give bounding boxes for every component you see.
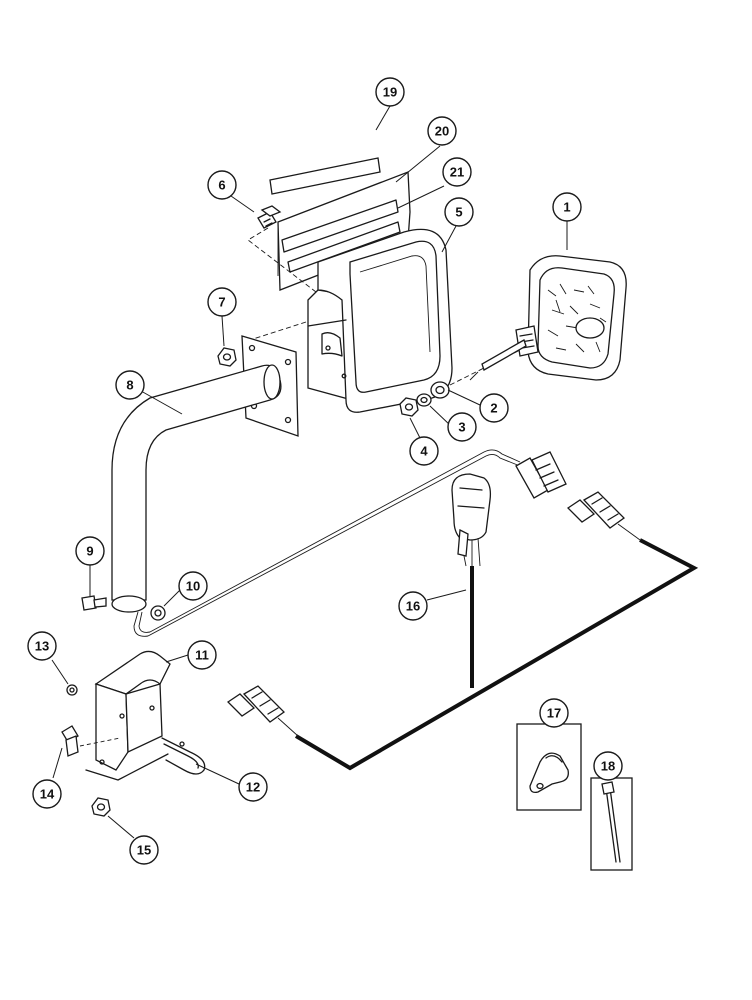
- svg-text:19: 19: [383, 85, 397, 100]
- mounting-arm-8: [111, 335, 299, 613]
- decal-strip-19: [269, 157, 381, 195]
- bolt-6: [257, 205, 282, 229]
- bolt-14: [61, 725, 121, 757]
- connector-lamp: [515, 451, 567, 499]
- callout-9: 9: [75, 536, 105, 566]
- svg-text:1: 1: [563, 200, 570, 215]
- nut-10: [150, 605, 166, 621]
- connector-harness-left: [226, 685, 299, 737]
- connector-harness-right: [566, 491, 641, 541]
- svg-text:2: 2: [490, 401, 497, 416]
- callout-16: 16: [398, 591, 428, 621]
- nut-15: [91, 797, 111, 817]
- callout-17: 17: [539, 698, 569, 728]
- svg-text:11: 11: [195, 648, 209, 663]
- svg-text:14: 14: [40, 787, 55, 802]
- callout-8: 8: [115, 370, 145, 400]
- work-lamp-1: [469, 255, 627, 381]
- callout-6: 6: [207, 170, 237, 200]
- svg-text:8: 8: [126, 378, 133, 393]
- harness-connector-16: [451, 473, 492, 567]
- callout-7: 7: [207, 287, 237, 317]
- u-bolt-12: [161, 737, 206, 775]
- main-harness: [294, 538, 699, 771]
- callout-5: 5: [444, 197, 474, 227]
- svg-text:15: 15: [137, 843, 151, 858]
- callout-13: 13: [27, 631, 57, 661]
- washer-2: [430, 381, 450, 399]
- svg-text:10: 10: [186, 579, 200, 594]
- nut-7: [217, 347, 237, 367]
- clamp-box-17: [516, 723, 582, 811]
- svg-text:7: 7: [218, 295, 225, 310]
- callout-19: 19: [375, 77, 405, 107]
- lamp-wire: [133, 449, 521, 637]
- light-housing-5: [307, 228, 453, 413]
- svg-text:5: 5: [455, 205, 462, 220]
- svg-text:4: 4: [420, 444, 428, 459]
- callout-12: 12: [238, 772, 268, 802]
- svg-text:3: 3: [458, 420, 465, 435]
- nut-4: [399, 397, 419, 417]
- svg-text:21: 21: [450, 165, 464, 180]
- svg-text:6: 6: [218, 178, 225, 193]
- callout-10: 10: [178, 571, 208, 601]
- svg-text:20: 20: [435, 124, 449, 139]
- callout-21: 21: [442, 157, 472, 187]
- svg-text:18: 18: [601, 759, 615, 774]
- callout-1: 1: [552, 192, 582, 222]
- leader-lines: [51, 105, 568, 839]
- svg-text:13: 13: [35, 639, 49, 654]
- svg-text:16: 16: [406, 599, 420, 614]
- callout-14: 14: [32, 779, 62, 809]
- cable-tie-box-18: [590, 777, 633, 871]
- callout-4: 4: [409, 436, 439, 466]
- svg-text:17: 17: [547, 706, 561, 721]
- svg-text:12: 12: [246, 780, 260, 795]
- callout-18: 18: [593, 751, 623, 781]
- svg-text:9: 9: [86, 544, 93, 559]
- nut-13: [66, 684, 78, 696]
- callout-15: 15: [129, 835, 159, 865]
- callout-3: 3: [447, 412, 477, 442]
- decal-panel-20-21: [277, 171, 411, 291]
- lock-washer-3: [416, 393, 432, 407]
- callout-11: 11: [187, 640, 217, 670]
- callout-2: 2: [479, 393, 509, 423]
- callout-20: 20: [427, 116, 457, 146]
- bolt-9: [81, 595, 107, 611]
- bracket-11: [85, 650, 171, 781]
